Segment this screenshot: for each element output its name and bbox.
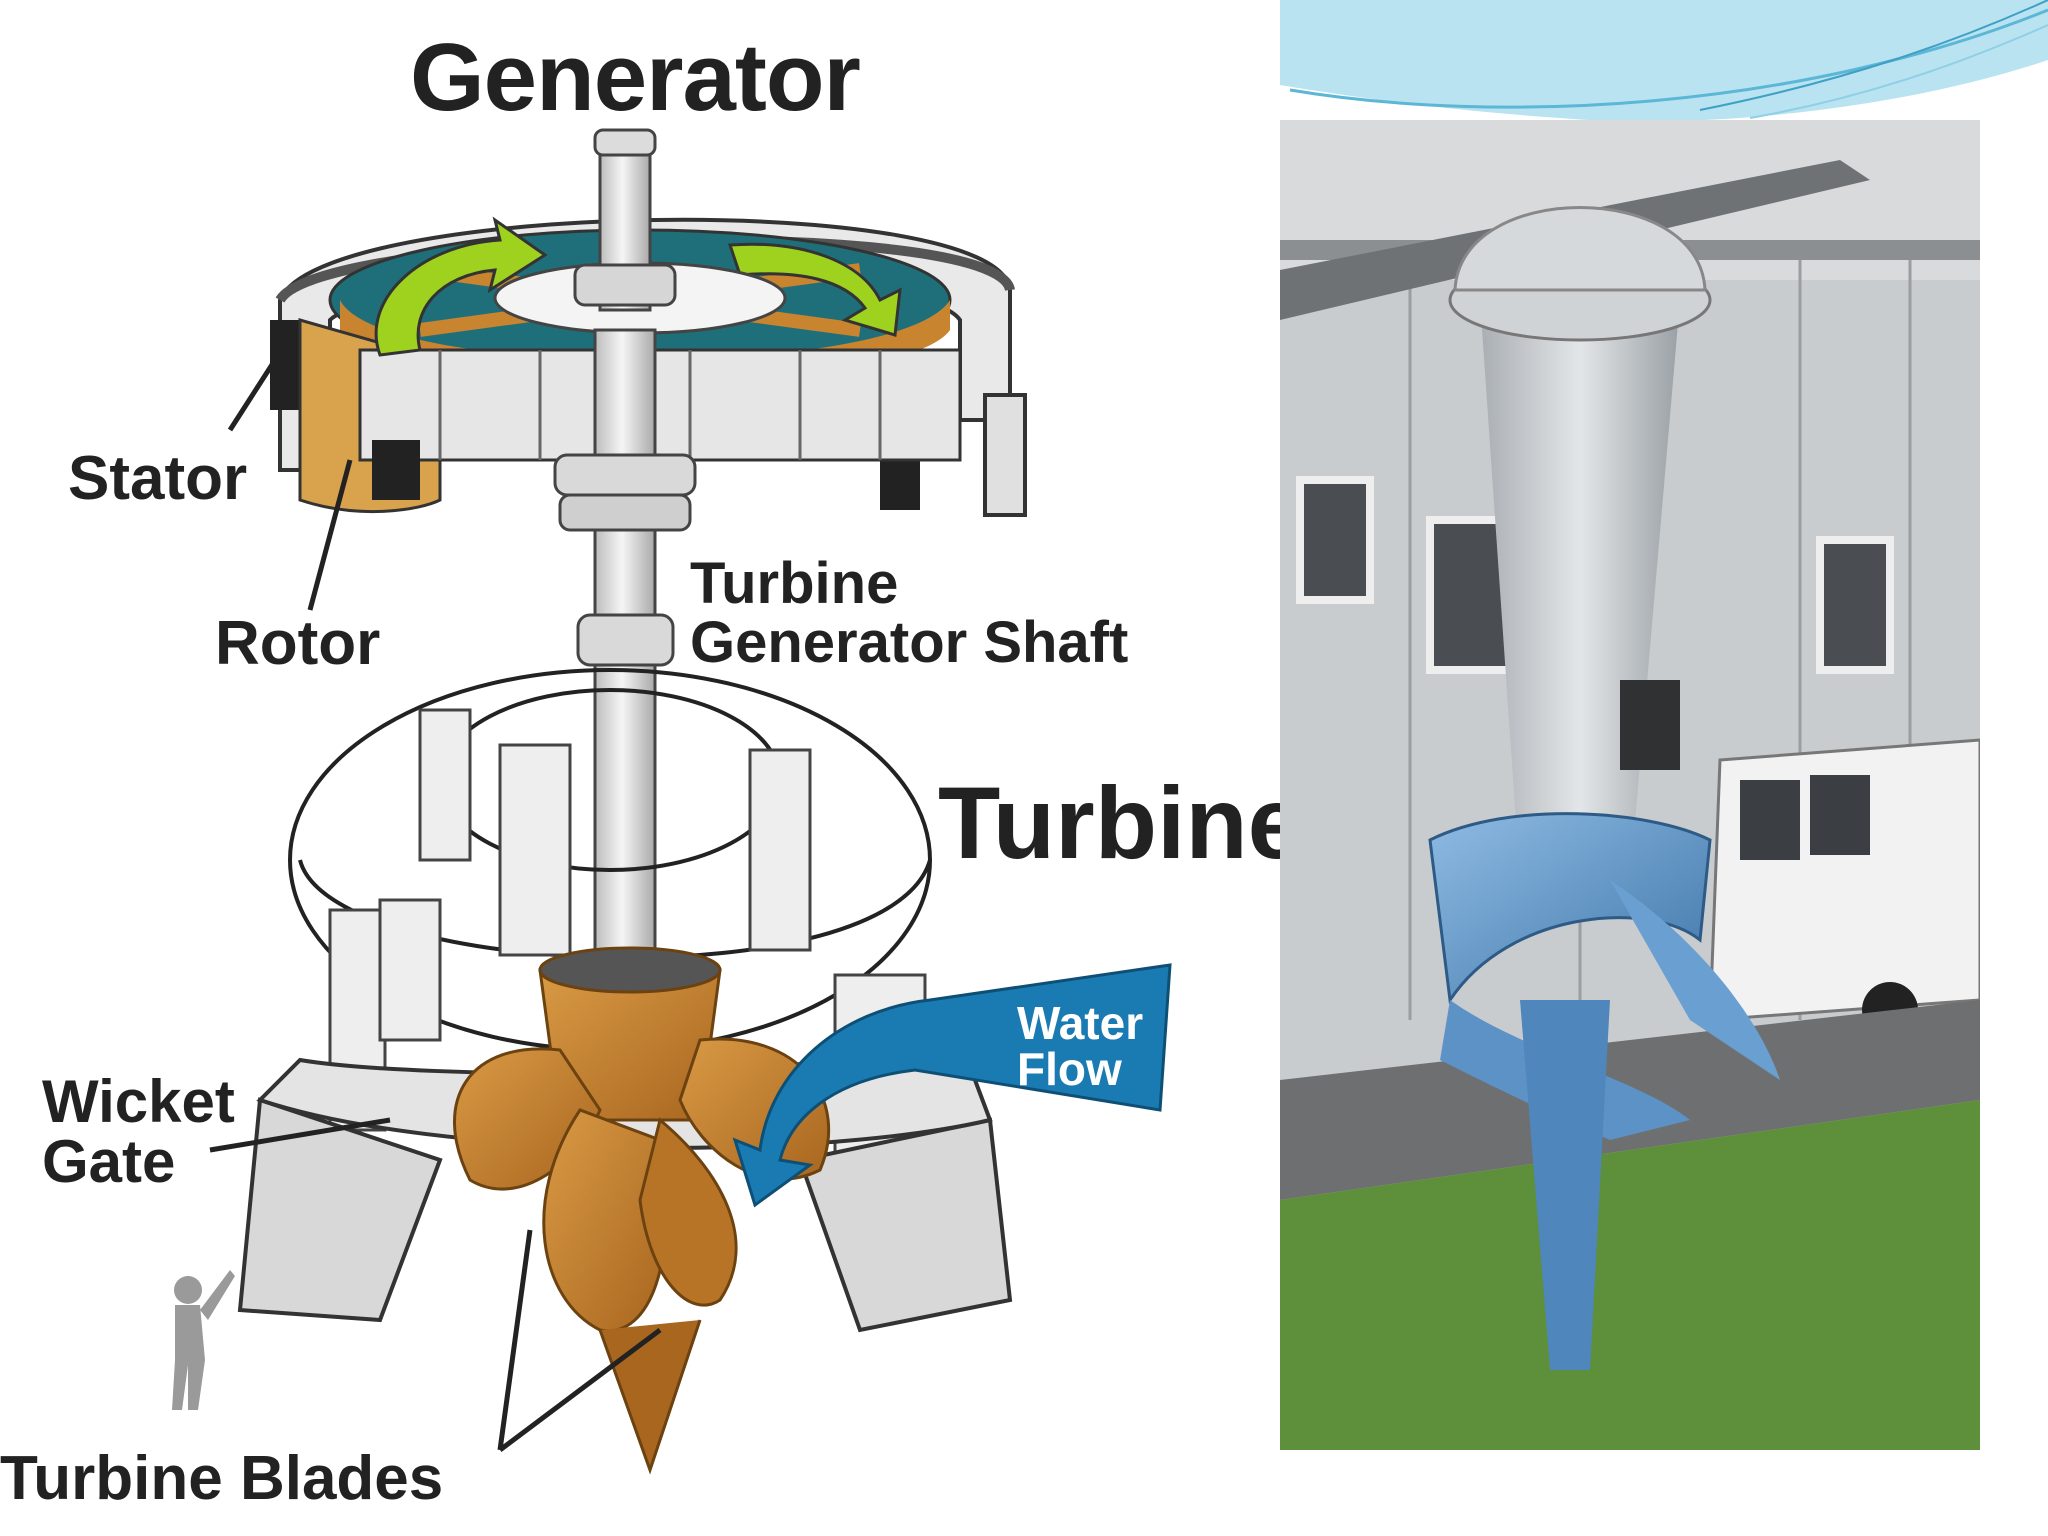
water-flow-label-line2: Flow bbox=[1017, 1043, 1122, 1095]
human-scale-figure bbox=[172, 1270, 235, 1410]
swoosh-line-1 bbox=[1289, 8, 2048, 109]
wicket-gate-label-line2: Gate bbox=[42, 1128, 176, 1195]
wicket-gate-label-line1: Wicket bbox=[42, 1068, 235, 1135]
turbine-blades bbox=[453, 946, 831, 1475]
leader-lines bbox=[209, 358, 662, 1452]
turbine-photo bbox=[1280, 120, 1980, 1450]
water-flow-arrow bbox=[732, 963, 1172, 1208]
swoosh-line-3 bbox=[1749, 24, 2048, 119]
shaft-label-line2: Generator Shaft bbox=[690, 610, 1129, 675]
water-flow-label-line1: Water bbox=[1017, 997, 1144, 1049]
turbine-blades-label: Turbine Blades bbox=[0, 1444, 444, 1513]
swoosh-line-2 bbox=[1699, 0, 2048, 111]
turbine-generator-diagram bbox=[172, 128, 1172, 1475]
turbine-label: Turbine bbox=[938, 766, 1305, 880]
generator-title: Generator bbox=[410, 24, 861, 131]
parked-van bbox=[1708, 738, 1980, 1038]
stator-label: Stator bbox=[68, 444, 248, 513]
building-windows bbox=[1296, 476, 1894, 674]
swoosh-band bbox=[1280, 0, 2048, 122]
turbine-tower bbox=[1448, 206, 1712, 880]
generator-shaft-top bbox=[493, 128, 787, 335]
rotation-arrows bbox=[374, 216, 902, 357]
turbine-generator-shaft bbox=[553, 328, 697, 1032]
blue-turbine-runner bbox=[1428, 812, 1780, 1370]
shaft-label-line1: Turbine bbox=[690, 551, 899, 616]
grass bbox=[1280, 1100, 1980, 1450]
rotor-label: Rotor bbox=[215, 609, 381, 678]
